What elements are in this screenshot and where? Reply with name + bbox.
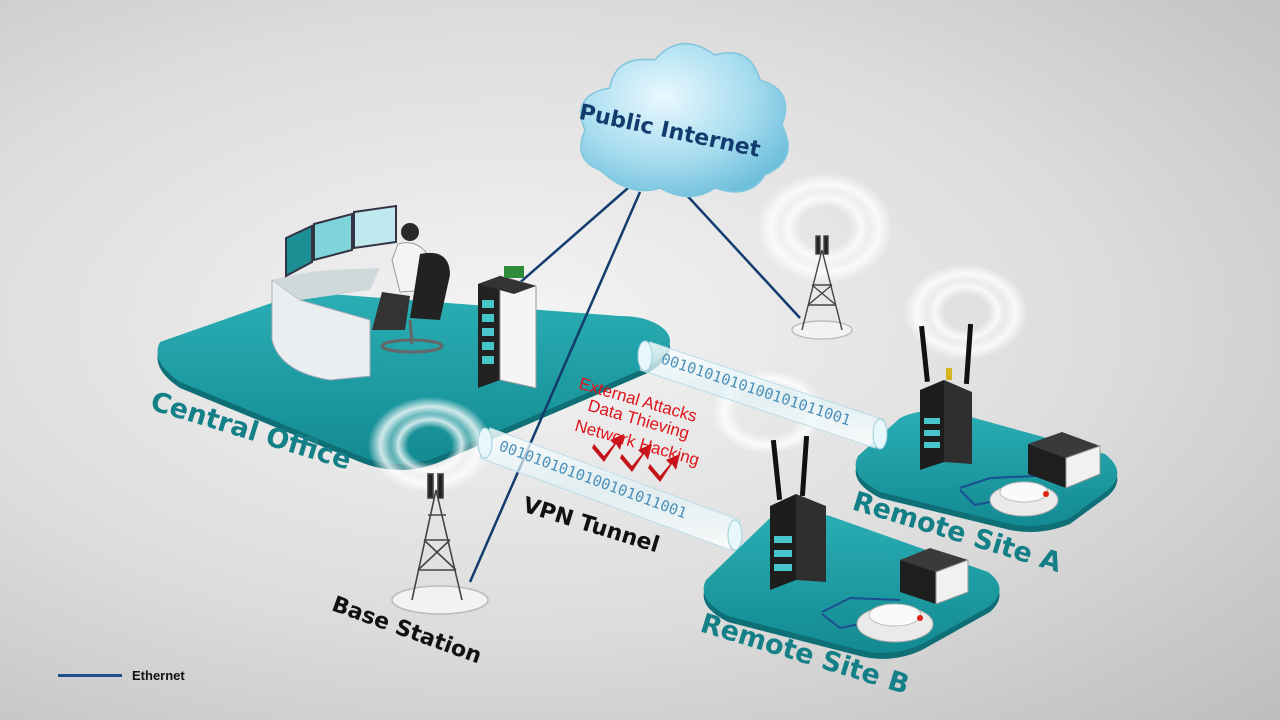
base-station-tower-icon bbox=[391, 473, 489, 615]
plc-controller-b-icon bbox=[900, 548, 969, 605]
operator-workstation-icon bbox=[271, 204, 450, 381]
cloud-icon bbox=[580, 42, 789, 198]
ethernet-legend-label: Ethernet bbox=[132, 668, 185, 683]
smoke-detector-a-icon bbox=[989, 481, 1059, 517]
radio-tower-icon bbox=[791, 235, 853, 340]
legend: Ethernet bbox=[58, 668, 185, 683]
ethernet-legend-line bbox=[58, 674, 122, 677]
ethernet-switch-icon bbox=[478, 266, 537, 389]
cellular-router-b-icon bbox=[770, 435, 826, 590]
threat-arrow-icon bbox=[592, 434, 680, 482]
plc-controller-a-icon bbox=[1028, 432, 1101, 489]
cellular-router-a-icon bbox=[919, 323, 974, 470]
smoke-detector-b-icon bbox=[856, 603, 934, 643]
